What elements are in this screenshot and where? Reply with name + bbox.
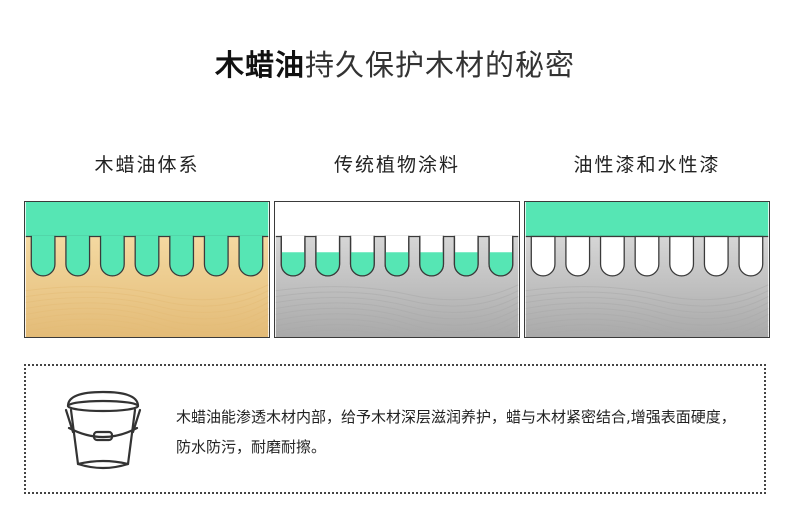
wood-grain [25,290,269,307]
wood-pore [634,235,660,277]
wood-pore-outline [349,235,375,277]
pore-opening [170,235,193,238]
partial-fill [419,252,444,276]
wood-grain [277,329,519,337]
wood-pore [669,235,695,277]
label-wood-wax-oil: 木蜡油体系 [94,154,200,176]
wood-grain [525,290,769,307]
label-traditional-plant-coating: 传统植物涂料 [333,154,460,176]
wood-grain [275,318,519,337]
wood-grain [275,324,519,337]
diagram-traditional-plant-coating [275,202,519,337]
wood-grain [25,302,269,320]
diagram-oil-water-paint [525,202,769,337]
panel-traditional-plant-coating [274,201,520,338]
pore-opening [385,235,409,238]
wood-grain [25,313,269,333]
pore-opening [281,235,305,238]
wood-grain [525,307,769,326]
partial-fill [350,252,375,276]
wood-pore-outline [315,235,341,277]
info-box: 木蜡油能渗透木材内部，给予木材深层滋润养护，蜡与木材紧密结合,增强表面硬度，防水… [24,364,766,494]
pore-opening [316,235,339,238]
wood-pore-outline [384,235,410,277]
partial-fill [281,252,305,276]
coating-layer [525,202,769,237]
wood-grain [525,318,769,337]
wood-grain [25,324,269,337]
wood-pore [169,235,195,277]
wood-grain [25,307,269,326]
info-description: 木蜡油能渗透木材内部，给予木材深层滋润养护，蜡与木材紧密结合,增强表面硬度，防水… [176,408,736,456]
wood-grain [525,313,769,333]
panel-wood-wax-oil [24,201,270,338]
wood-pore [134,235,160,277]
wood-pore [238,235,264,277]
panel-oil-water-paint [524,201,770,338]
wood-pore [599,235,625,277]
wood-pore [203,235,229,277]
wood-grain [525,296,769,313]
wood-grain [525,284,769,301]
diagram-wood-wax-oil [25,202,269,337]
wood-grain [275,296,519,313]
wood-pore [703,235,729,277]
wood-grain [275,313,519,333]
bucket-icon [64,390,142,470]
partial-fill [489,252,513,276]
wood-grain [275,284,519,301]
pore-opening [351,235,374,238]
partial-fill [454,252,479,276]
pore-opening [135,235,159,238]
wood-pore-outline [280,235,306,277]
coating-layer [275,202,519,237]
pore-opening [31,235,55,238]
wood-pore [99,235,125,277]
pore-opening [66,235,89,238]
coating-layer [25,202,269,237]
wood-grain [25,296,269,313]
pore-opening [455,235,478,238]
wood-grain [25,284,269,301]
wood-grain [27,329,269,337]
pore-opening [101,235,124,238]
title-emphasis: 木蜡油 [214,48,305,82]
wood-pore [738,235,764,277]
wood-grain [525,302,769,320]
wood-pore-outline [453,235,479,277]
wood-grain [25,318,269,337]
wood-pore-outline [419,235,445,277]
pore-opening [239,235,263,238]
wood-pore [30,235,56,277]
wood-pore [65,235,91,277]
wood-pore [530,235,556,277]
page-title: 木蜡油持久保护木材的秘密 [0,42,790,84]
title-rest: 持久保护木材的秘密 [305,48,576,82]
partial-fill [385,252,409,276]
wood-grain [275,302,519,320]
pore-opening [420,235,443,238]
wood-pore-outline [488,235,514,277]
label-oil-water-paint: 油性漆和水性漆 [573,154,721,176]
pore-opening [205,235,228,238]
wood-grain [275,307,519,326]
wood-pore [565,235,591,277]
pore-opening [489,235,513,238]
wood-grain [275,290,519,307]
wood-grain [527,329,769,337]
partial-fill [315,252,340,276]
wood-grain [525,324,769,337]
